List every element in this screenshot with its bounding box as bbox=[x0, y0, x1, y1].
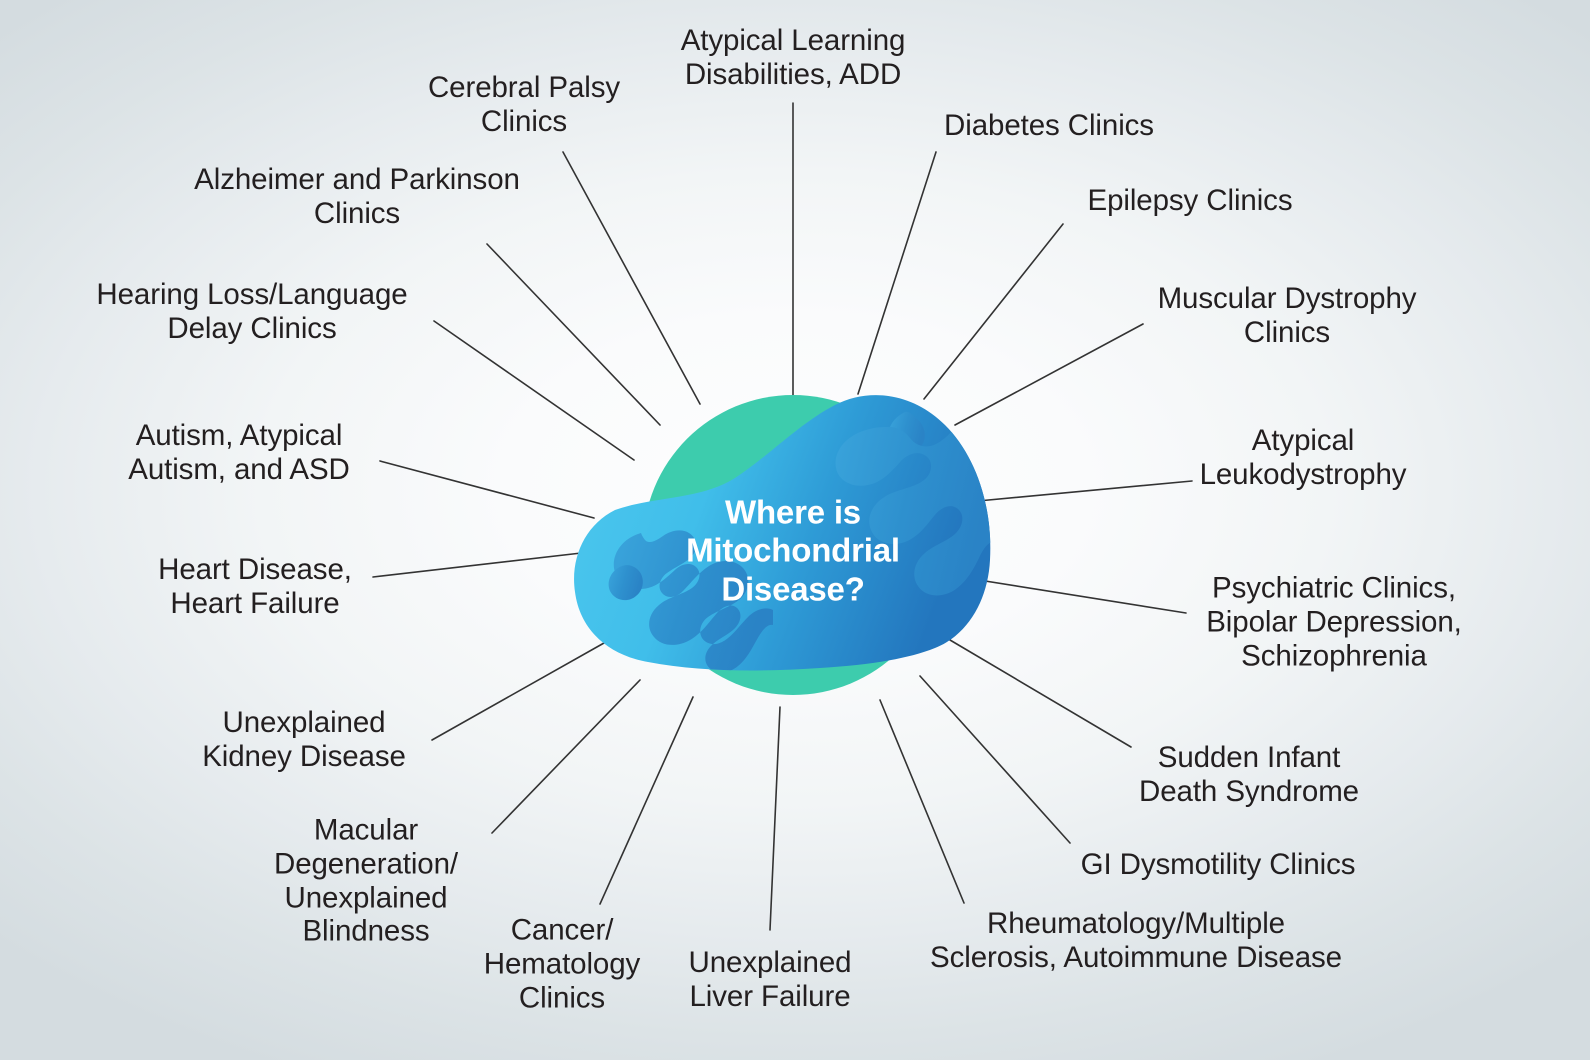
label-cancer-hematology-clinics: Cancer/ Hematology Clinics bbox=[483, 913, 641, 1014]
label-atypical-leukodystrophy: Atypical Leukodystrophy bbox=[1199, 424, 1407, 491]
label-heart-disease-heart-failure: Heart Disease, Heart Failure bbox=[158, 553, 352, 620]
leader-line-alzheimer-and-parkinson-clinics bbox=[486, 243, 661, 426]
label-atypical-learning-disabilities-add: Atypical Learning Disabilities, ADD bbox=[680, 24, 906, 91]
label-sudden-infant-death-syndrome: Sudden Infant Death Syndrome bbox=[1139, 741, 1359, 808]
label-autism-atypical-autism-and-asd: Autism, Atypical Autism, and ASD bbox=[128, 419, 350, 486]
label-psychiatric-clinics-bipolar-depression-schizophrenia: Psychiatric Clinics, Bipolar Depression,… bbox=[1206, 571, 1462, 672]
leader-line-rheumatology-multiple-sclerosis-autoimmune-disease bbox=[879, 699, 965, 904]
center-title: Where is Mitochondrial Disease? bbox=[686, 493, 900, 608]
crista-left-small bbox=[608, 565, 643, 601]
leader-line-diabetes-clinics bbox=[857, 151, 937, 395]
leader-line-macular-degeneration-unexplained-blindness bbox=[491, 679, 641, 834]
leader-line-unexplained-liver-failure bbox=[769, 706, 781, 931]
leader-line-cerebral-palsy-clinics bbox=[562, 151, 701, 405]
label-cerebral-palsy-clinics: Cerebral Palsy Clinics bbox=[427, 71, 621, 138]
label-macular-degeneration-unexplained-blindness: Macular Degeneration/ Unexplained Blindn… bbox=[273, 813, 459, 948]
leader-line-psychiatric-clinics-bipolar-depression-schizophrenia bbox=[959, 576, 1187, 614]
leader-line-atypical-leukodystrophy bbox=[977, 480, 1193, 502]
crista-left-main bbox=[613, 530, 773, 671]
leader-line-cancer-hematology-clinics bbox=[599, 696, 694, 905]
crista-right-main bbox=[835, 402, 991, 596]
leader-line-unexplained-kidney-disease bbox=[431, 642, 605, 741]
label-gi-dysmotility-clinics: GI Dysmotility Clinics bbox=[1080, 848, 1356, 882]
label-alzheimer-and-parkinson-clinics: Alzheimer and Parkinson Clinics bbox=[194, 163, 520, 230]
leader-line-gi-dysmotility-clinics bbox=[919, 675, 1071, 844]
leader-line-autism-atypical-autism-and-asd bbox=[379, 460, 595, 519]
label-rheumatology-multiple-sclerosis-autoimmune-disease: Rheumatology/Multiple Sclerosis, Autoimm… bbox=[930, 907, 1342, 974]
leader-line-epilepsy-clinics bbox=[923, 223, 1064, 400]
label-muscular-dystrophy-clinics: Muscular Dystrophy Clinics bbox=[1157, 282, 1417, 349]
label-hearing-loss-language-delay-clinics: Hearing Loss/Language Delay Clinics bbox=[96, 278, 408, 345]
label-diabetes-clinics: Diabetes Clinics bbox=[944, 109, 1154, 143]
label-unexplained-liver-failure: Unexplained Liver Failure bbox=[688, 946, 852, 1013]
label-epilepsy-clinics: Epilepsy Clinics bbox=[1087, 184, 1293, 218]
leader-line-sudden-infant-death-syndrome bbox=[949, 639, 1132, 748]
leader-line-hearing-loss-language-delay-clinics bbox=[433, 320, 635, 461]
label-unexplained-kidney-disease: Unexplained Kidney Disease bbox=[202, 706, 406, 773]
leader-line-heart-disease-heart-failure bbox=[372, 551, 591, 578]
leader-line-muscular-dystrophy-clinics bbox=[954, 323, 1144, 426]
